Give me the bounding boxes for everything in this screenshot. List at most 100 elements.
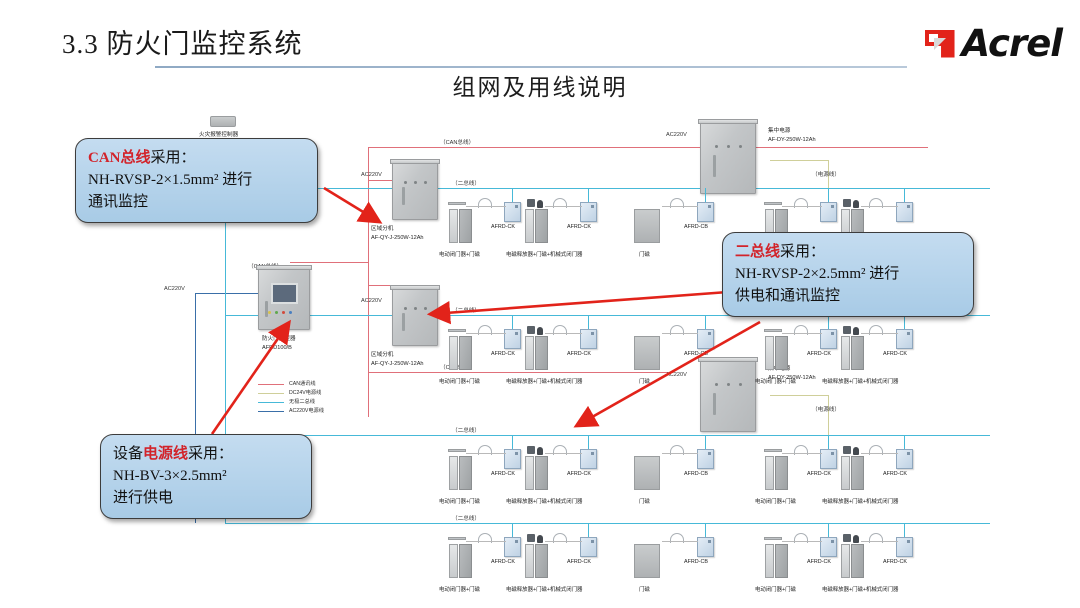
zone-unit-1-ac: AC220V: [361, 172, 382, 178]
release-body-r3b: [527, 446, 535, 454]
closer-bar-r3a: [448, 449, 466, 452]
bus-label-power-bottom: （电源线）: [812, 407, 840, 413]
device-label-r3e: 电磁释放器+门磁+机械式闭门器: [822, 499, 899, 505]
drop-r3-a: [512, 435, 514, 449]
drop-r4-b: [588, 523, 590, 537]
release-coil-r3b: [537, 447, 543, 455]
two-wire-link-row3: [225, 435, 430, 437]
acrel-logo-icon: [924, 29, 955, 58]
door-magnet-block-r3c: [634, 456, 660, 490]
module-afrd-ck-r1a: [504, 202, 521, 222]
legend-swatch-can: [258, 384, 284, 386]
magnet-arc-r4a: [478, 533, 492, 543]
door-r3e: [841, 456, 865, 490]
magnet-arc-r1a: [478, 198, 492, 208]
module-label-r3d: AFRD-CK: [807, 471, 831, 477]
zone-unit-2-ac: AC220V: [361, 298, 382, 304]
drop-r2-d: [828, 315, 830, 329]
zone-unit-2-cabinet: [390, 285, 440, 346]
device-label-r4b: 电磁释放器+门磁+机械式闭门器: [506, 587, 583, 593]
release-body-r1b: [527, 199, 535, 207]
drop-r1-c: [705, 188, 707, 202]
zone-unit-2-model: AF-QY-J-250W-12Ah: [371, 361, 424, 367]
release-body-r4e: [843, 534, 851, 542]
callout-can-line1: CAN总线采用：: [88, 148, 305, 170]
dc24v-cp1-drop: [828, 160, 830, 188]
link-r2c: [662, 333, 698, 335]
link-r3b: [545, 453, 582, 455]
door-magnet-block-r2c: [634, 336, 660, 370]
door-magnet-block-r4c: [634, 544, 660, 578]
closer-bar-r1a: [448, 202, 466, 205]
callout-two-line1-rest: 采用：: [780, 244, 826, 260]
link-r1a: [466, 206, 506, 208]
closer-bar-r2d: [764, 329, 782, 332]
drop-r2-a: [512, 315, 514, 329]
can-bus-trunk-bottom: [368, 372, 668, 374]
release-body-r3e: [843, 446, 851, 454]
central-power-1-name: 集中电源: [768, 128, 791, 134]
release-coil-r1e: [853, 200, 859, 208]
module-label-r2d: AFRD-CK: [807, 351, 831, 357]
link-r2d: [782, 333, 822, 335]
device-label-r3b: 电磁释放器+门磁+机械式闭门器: [506, 499, 583, 505]
module-afrd-ck-r3d: [820, 449, 837, 469]
magnet-arc-r2b: [553, 325, 567, 335]
legend-label-ac220v: AC220V电源线: [289, 408, 324, 414]
module-label-r4e: AFRD-CK: [883, 559, 907, 565]
door-magnet-block-r1c: [634, 209, 660, 243]
device-label-r1b: 电磁释放器+门磁+机械式闭门器: [506, 252, 583, 258]
module-label-r2c: AFRD-CB: [684, 351, 708, 357]
module-afrd-ck-r2e: [896, 329, 913, 349]
acrel-logo-text: Acrel: [961, 22, 1063, 65]
release-coil-r3e: [853, 447, 859, 455]
module-afrd-ck-r2a: [504, 329, 521, 349]
bus-label-two-row1: （二总线）: [452, 181, 480, 187]
magnet-arc-r3d: [794, 445, 808, 455]
device-label-r2e: 电磁释放器+门磁+机械式闭门器: [822, 379, 899, 385]
device-label-r4d: 电动闭门器+门磁: [755, 587, 796, 593]
callout-two-line1: 二总线采用：: [735, 242, 961, 264]
callout-can-line2: NH-RVSP-2×1.5mm² 进行: [88, 171, 253, 188]
door-r2b: [525, 336, 549, 370]
callout-two-bus[interactable]: 二总线采用： NH-RVSP-2×2.5mm² 进行 供电和通讯监控: [722, 232, 974, 318]
device-label-r4c: 门磁: [639, 587, 650, 593]
device-label-r3d: 电动闭门器+门磁: [755, 499, 796, 505]
ac220v-riser: [195, 293, 197, 523]
callout-power-line[interactable]: 设备电源线采用： NH-BV-3×2.5mm² 进行供电: [100, 434, 312, 520]
fire-alarm-controller-label: 火灾报警控制器: [199, 132, 239, 138]
door-r3b: [525, 456, 549, 490]
bus-label-two-row4: （二总线）: [452, 516, 480, 522]
callout-can-bus[interactable]: CAN总线采用： NH-RVSP-2×1.5mm² 进行 通讯监控: [75, 138, 318, 224]
closer-bar-r2a: [448, 329, 466, 332]
module-afrd-ck-r1b: [580, 202, 597, 222]
callout-power-keyword: 电源线: [143, 446, 189, 462]
link-r4a: [466, 541, 506, 543]
device-label-r2d: 电动闭门器+门磁: [755, 379, 796, 385]
link-r4b: [545, 541, 582, 543]
two-wire-link-row4: [225, 523, 430, 525]
legend-swatch-twowire: [258, 402, 284, 404]
door-monitor-name: 防火门监控器: [262, 336, 296, 342]
magnet-arc-r1c: [670, 198, 684, 208]
callout-can-keyword: CAN总线: [88, 150, 151, 166]
bus-label-power-top: （电源线）: [812, 172, 840, 178]
door-r4b: [525, 544, 549, 578]
callout-power-line1: 设备电源线采用：: [113, 444, 299, 466]
module-afrd-ck-r3b: [580, 449, 597, 469]
module-afrd-ck-r1d: [820, 202, 837, 222]
module-afrd-ck-r2b: [580, 329, 597, 349]
legend-swatch-dc24v: [258, 393, 284, 395]
bus-label-can-top: （CAN总线）: [440, 140, 475, 146]
magnet-arc-r4e: [869, 533, 883, 543]
fire-alarm-controller-icon: [210, 116, 236, 127]
device-label-r3a: 电动闭门器+门磁: [439, 499, 480, 505]
two-wire-bus-row2: [430, 315, 990, 317]
release-coil-r2b: [537, 327, 543, 335]
module-label-r3e: AFRD-CK: [883, 471, 907, 477]
drop-r1-d: [828, 188, 830, 202]
device-label-r4e: 电磁释放器+门磁+机械式闭门器: [822, 587, 899, 593]
door-r3d: [765, 456, 789, 490]
callout-power-line1-rest: 采用：: [188, 446, 234, 462]
